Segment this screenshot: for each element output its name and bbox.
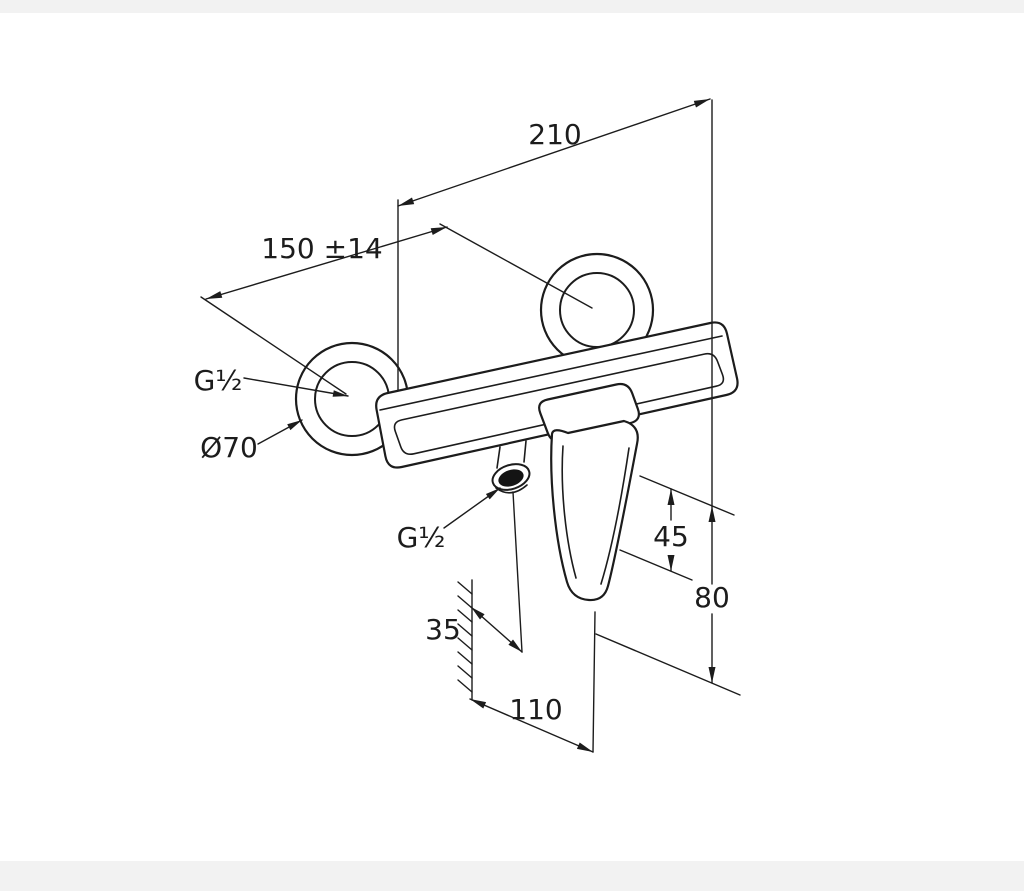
- label-body-width: 210: [528, 118, 581, 151]
- label-inlet-spacing: 150 ±14: [261, 232, 382, 265]
- label-outlet-thread: G½: [397, 521, 446, 554]
- label-wall-to-outlet: 35: [425, 613, 461, 646]
- outlet-opening: [498, 469, 524, 487]
- top-margin-band: [0, 0, 1024, 13]
- label-overall-height: 80: [694, 581, 730, 614]
- right-escutcheon: [539, 252, 655, 368]
- mixer-body: [375, 321, 739, 469]
- body-top-face-line: [379, 335, 723, 411]
- label-escutcheon-diameter: Ø70: [200, 431, 258, 464]
- dim-35: [470, 491, 523, 653]
- wall-hatch: [457, 579, 473, 701]
- dim-45: [619, 475, 735, 581]
- lever-handle: [550, 419, 639, 602]
- label-lever-drop: 45: [653, 520, 689, 553]
- bottom-outlet: [491, 440, 531, 494]
- dim-110: [469, 611, 596, 753]
- dim-210: [397, 98, 711, 391]
- dim-80: [595, 99, 741, 696]
- bottom-margin-band: [0, 861, 1024, 891]
- body-inset-contour: [393, 352, 725, 455]
- leader-escutcheon-diameter: [257, 419, 303, 445]
- label-wall-to-lever: 110: [509, 693, 562, 726]
- dim-150: [200, 223, 593, 395]
- leader-inlet-thread: [243, 377, 349, 397]
- leader-outlet-thread: [443, 487, 501, 529]
- label-inlet-thread: G½: [194, 364, 243, 397]
